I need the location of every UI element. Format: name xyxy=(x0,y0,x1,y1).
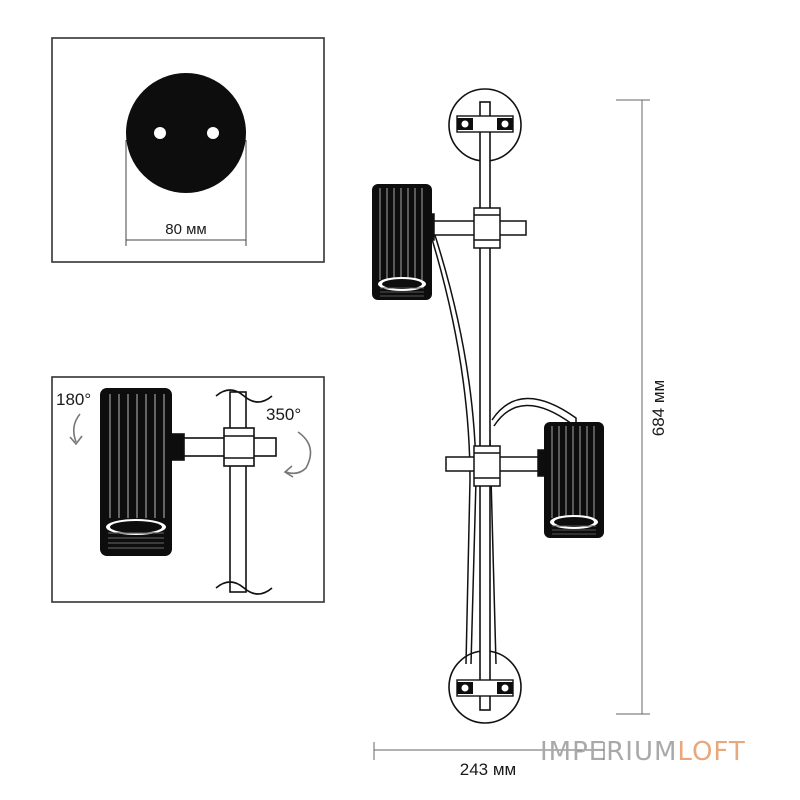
width-label: 243 мм xyxy=(460,760,516,779)
curved-arrow-rotate-icon xyxy=(283,431,312,478)
height-dimension-line xyxy=(616,99,650,715)
detail-arm xyxy=(167,427,277,467)
rotate-angle-label: 350° xyxy=(266,405,301,424)
watermark: IMPERIUMLOFT xyxy=(540,737,746,767)
height-label: 684 мм xyxy=(649,380,668,436)
watermark-part-2: LOFT xyxy=(677,737,745,767)
bottom-clamp xyxy=(456,679,514,697)
width-dimension-line xyxy=(373,742,605,760)
mounting-hole-left xyxy=(154,127,166,139)
diameter-label: 80 мм xyxy=(165,221,206,238)
curved-arrow-down-icon xyxy=(69,413,83,446)
upper-lamp-head xyxy=(371,183,433,301)
wall-plate xyxy=(126,73,246,193)
lower-lamp-head xyxy=(543,421,605,539)
tilt-angle-label: 180° xyxy=(56,390,91,409)
top-clamp xyxy=(456,115,514,133)
detail-lamp-head xyxy=(100,388,172,556)
diameter-dimension-line xyxy=(125,140,247,246)
lower-arm xyxy=(445,445,549,487)
vertical-rod xyxy=(479,101,491,711)
rotation-detail-panel xyxy=(51,376,325,603)
mounting-hole-right xyxy=(207,127,219,139)
watermark-part-1: IMPERIUM xyxy=(540,737,677,767)
upper-arm xyxy=(423,207,527,249)
